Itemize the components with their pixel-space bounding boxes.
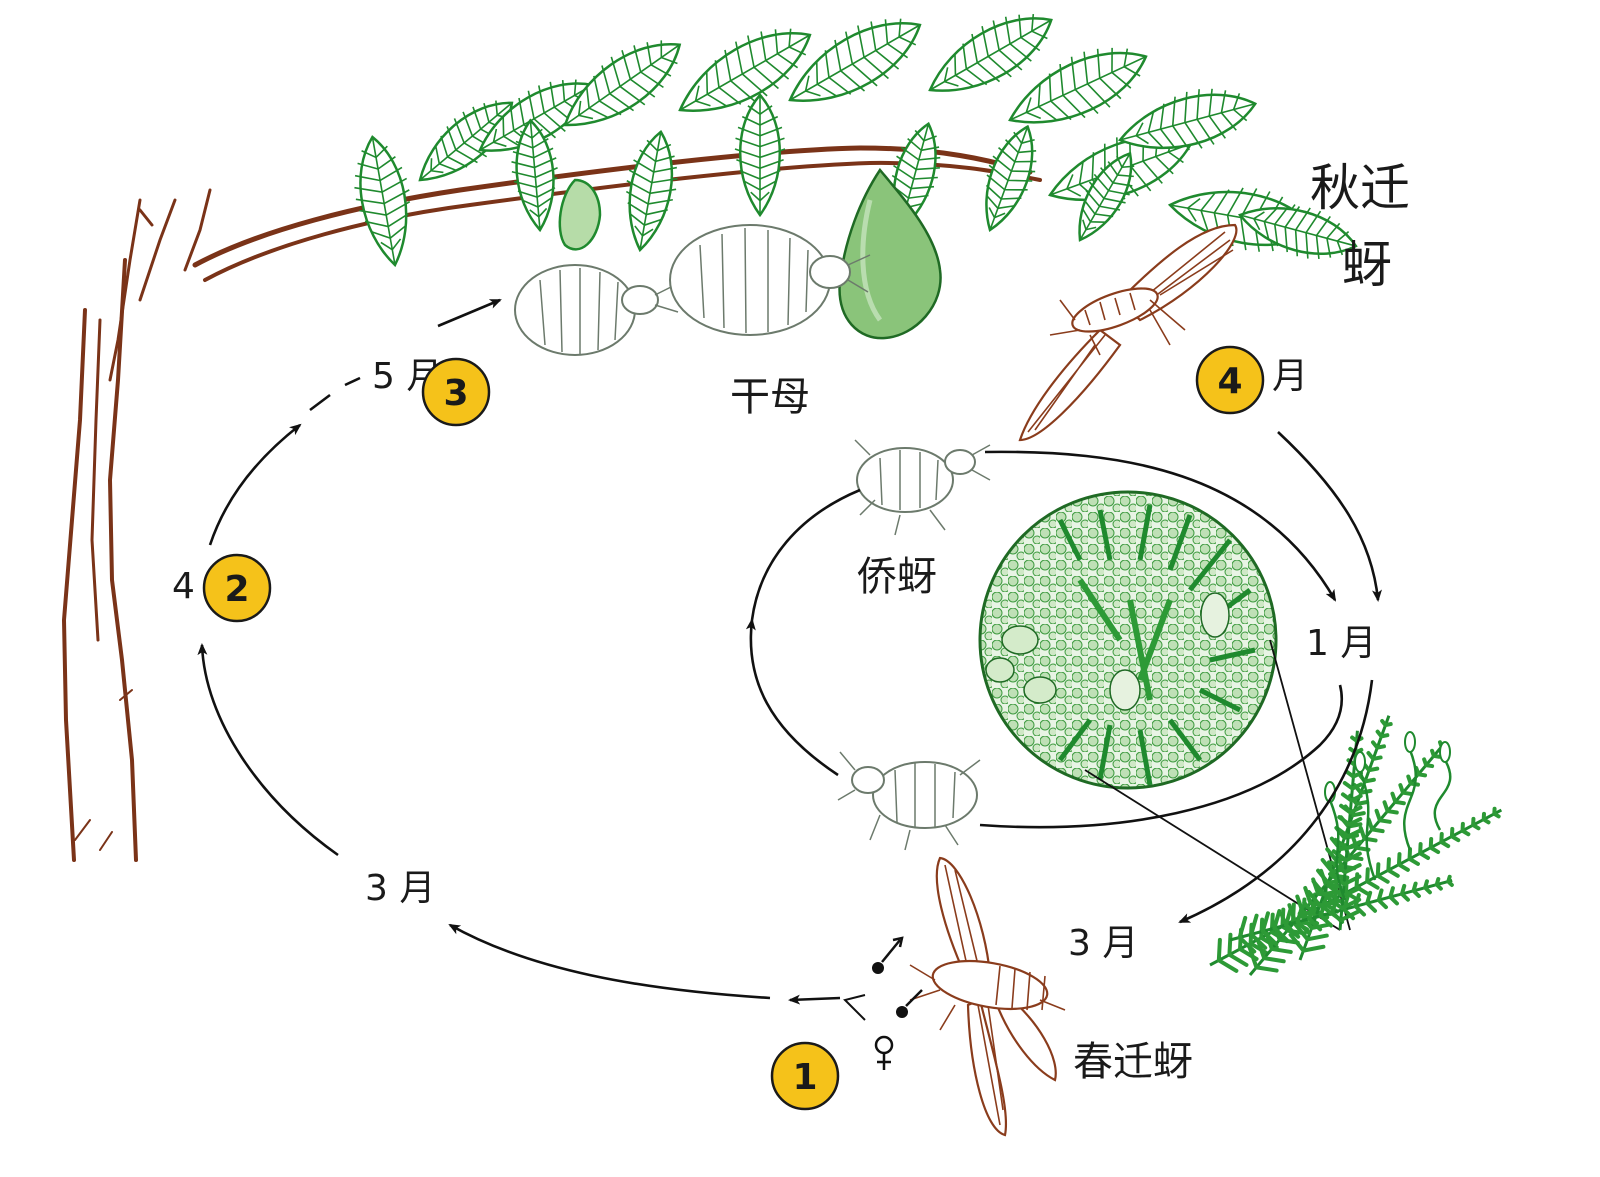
- badge-2: 2: [202, 553, 272, 623]
- badge-4-number: 4: [1217, 361, 1242, 402]
- leaflet: [1008, 47, 1148, 124]
- leaflet: [734, 93, 786, 218]
- month-1-label: 1 月: [1306, 623, 1376, 664]
- fork-lines: [843, 994, 866, 1021]
- wintering-cycle-arrows: [745, 450, 1344, 829]
- month-4-right-label: 月: [1272, 356, 1308, 397]
- leaflet: [788, 18, 922, 102]
- leaflet: [563, 40, 682, 127]
- magnified-moss-view: [978, 490, 1278, 790]
- fundatrix-aphid-1: [514, 264, 679, 356]
- autumn-migrant-label-line2: 蚜: [1342, 236, 1392, 294]
- gall-large: [838, 167, 942, 340]
- leaflet: [354, 135, 411, 268]
- gall-small: [558, 178, 602, 251]
- moss-capsule: [1404, 731, 1416, 753]
- badge-1: 1: [770, 1041, 840, 1111]
- wintering-aphid-top: [854, 439, 991, 536]
- month-3-right-label: 3 月: [1068, 923, 1138, 964]
- leaflet: [625, 129, 678, 253]
- moss-frond: [1322, 730, 1364, 931]
- spring-migrant-aphid: [909, 856, 1066, 1137]
- autumn-migrant-aphid: [1018, 223, 1238, 442]
- moss-capsule: [1439, 741, 1451, 763]
- wintering-aphid-bottom: [837, 751, 981, 851]
- leaflet: [511, 118, 558, 233]
- leaflet: [1237, 206, 1358, 259]
- wintering-aphid-label: 侨蚜: [857, 554, 937, 600]
- badge-3-number: 3: [443, 373, 468, 414]
- moss-capsule: [1354, 751, 1366, 773]
- main-cycle-arrows: [197, 298, 1382, 1005]
- badge-3: 3: [421, 357, 491, 427]
- male-icon: [872, 936, 923, 1018]
- female-icon: [874, 1035, 894, 1070]
- moss-sporophyte: [1403, 749, 1417, 851]
- fundatrix-aphid-2: [669, 224, 871, 336]
- month-4-left-label: 4: [172, 566, 195, 607]
- tree-trunk: [61, 188, 212, 862]
- sumac-leaves: [354, 14, 1358, 268]
- leaflet: [678, 28, 812, 112]
- moss-sporophyte: [1358, 769, 1377, 881]
- badge-1-number: 1: [792, 1057, 817, 1098]
- moss-sporophyte: [1328, 799, 1347, 901]
- leaflet: [928, 14, 1053, 92]
- badge-4: 4: [1195, 345, 1265, 415]
- autumn-migrant-label-line1: 秋迁: [1310, 159, 1410, 217]
- moss-sporophyte: [1433, 759, 1452, 831]
- leaflet: [1078, 151, 1135, 242]
- moss-plant: [1209, 715, 1503, 976]
- spring-migrant-label: 春迁蚜: [1073, 1039, 1193, 1085]
- month-3-left-label: 3 月: [365, 868, 435, 909]
- moss-frond: [1229, 874, 1454, 954]
- leaflet: [1117, 88, 1258, 151]
- fundatrix-label: 干母: [730, 374, 810, 420]
- badge-2-number: 2: [224, 569, 249, 610]
- leaflet: [985, 124, 1037, 232]
